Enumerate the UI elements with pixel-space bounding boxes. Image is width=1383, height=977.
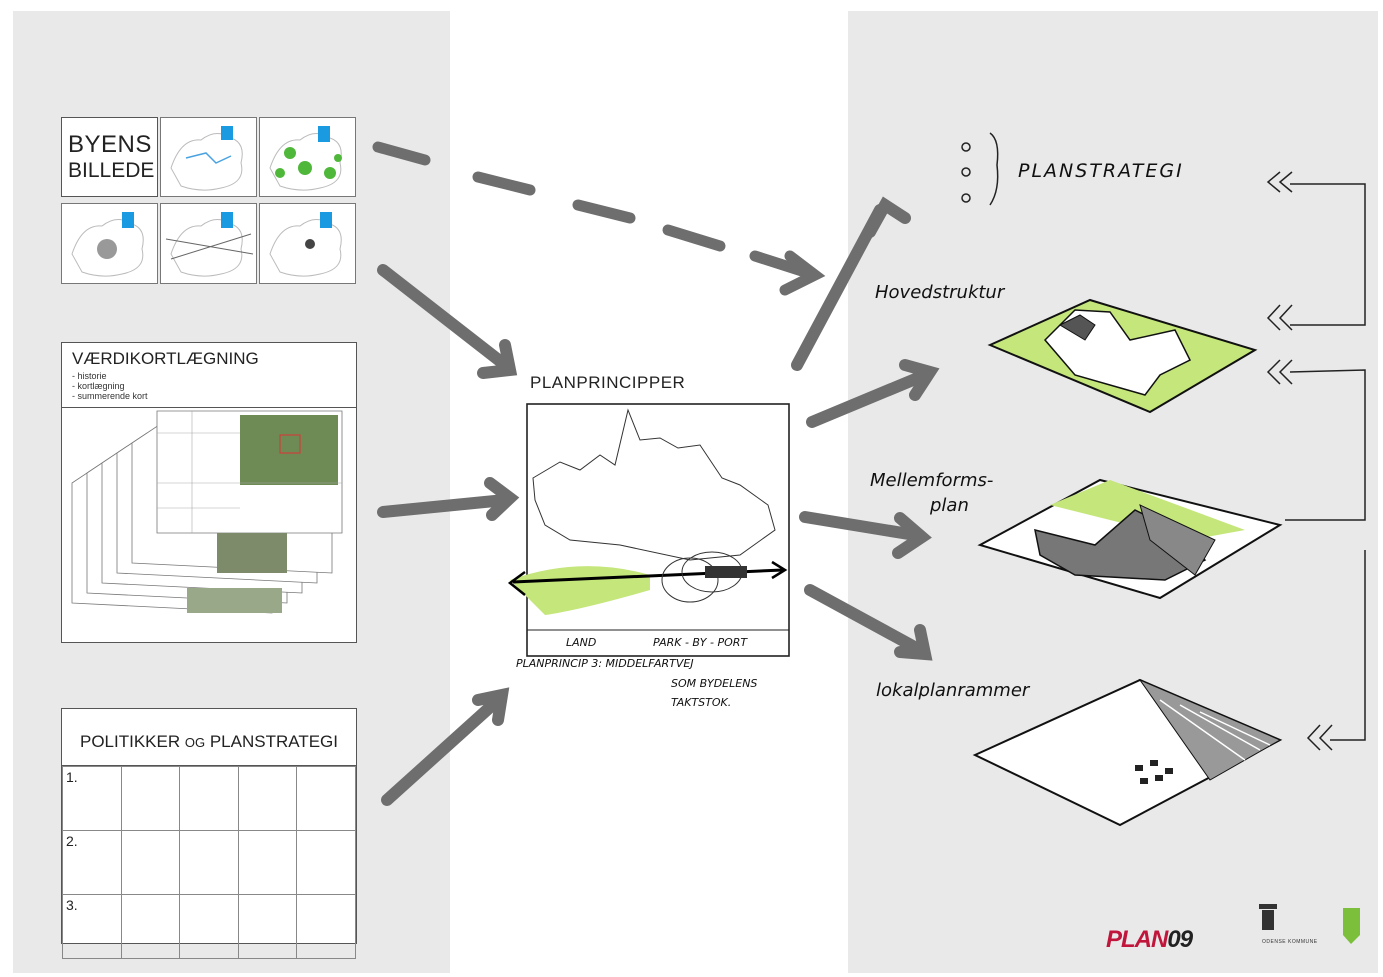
green-emblem-icon xyxy=(1343,908,1360,944)
kommune-label: ODENSE KOMMUNE xyxy=(1262,939,1318,945)
byens-label: BYENS xyxy=(68,131,152,158)
row-number: 3. xyxy=(62,894,122,959)
feedback-arrows xyxy=(1266,171,1366,751)
plan09-logo: PLAN09 xyxy=(1106,926,1193,953)
lokalplan-plane xyxy=(972,678,1283,827)
table-row: 2. xyxy=(62,830,356,895)
map-thumbnail xyxy=(160,203,257,284)
land-label: LAND xyxy=(566,636,597,649)
hovedstruktur-plane xyxy=(987,298,1258,414)
mellemforms-plane xyxy=(977,478,1283,600)
table-row: 3. xyxy=(62,894,356,959)
vaerdikortlaegning-list: - historie - kortlægning - summerende ko… xyxy=(72,371,148,401)
politikker-table: 1. 2. 3. xyxy=(62,766,356,959)
hovedstruktur-label: Hovedstruktur xyxy=(875,282,1005,303)
card-header: VÆRDIKORTLÆGNING - historie - kortlægnin… xyxy=(62,343,356,408)
row-number: 1. xyxy=(62,766,122,831)
planprincip-caption-3: TAKTSTOK. xyxy=(671,696,732,709)
stacked-pages-illustration xyxy=(71,410,343,614)
dashed-arrow xyxy=(372,141,811,278)
row-number: 2. xyxy=(62,830,122,895)
vaerdikortlaegning-card: VÆRDIKORTLÆGNING - historie - kortlægnin… xyxy=(61,342,357,643)
politikker-card: POLITIKKER OG PLANSTRATEGI 1. 2. 3. xyxy=(61,708,357,959)
planprincip-sketch xyxy=(507,403,790,657)
vaerdikortlaegning-title: VÆRDIKORTLÆGNING xyxy=(72,349,259,368)
map-thumbnail xyxy=(61,203,158,284)
card-header: POLITIKKER OG PLANSTRATEGI xyxy=(62,709,356,766)
arrow-head xyxy=(779,250,826,296)
map-thumbnail xyxy=(259,203,356,284)
planstrategi-label: PLANSTRATEGI xyxy=(1018,160,1184,182)
map-thumbnail xyxy=(259,117,356,197)
solid-arrows xyxy=(377,196,940,806)
planprincip-caption-2: SOM BYDELENS xyxy=(671,677,758,690)
planstrategi-bracket xyxy=(961,132,999,206)
mellemforms-label-2: plan xyxy=(930,495,969,516)
planprincip-caption: PLANPRINCIP 3: MIDDELFARTVEJ xyxy=(516,657,694,670)
politikker-title: POLITIKKER OG PLANSTRATEGI xyxy=(80,732,338,751)
planprincipper-title: PLANPRINCIPPER xyxy=(530,373,686,392)
lokalplan-label: lokalplanrammer xyxy=(876,680,1030,701)
map-thumbnail xyxy=(160,117,257,197)
billede-label: BILLEDE xyxy=(68,159,155,182)
mellemforms-label: Mellemforms- xyxy=(870,470,994,491)
byens-billede-card: BYENS BILLEDE xyxy=(61,117,158,197)
park-by-port-label: PARK - BY - PORT xyxy=(653,636,748,649)
coat-of-arms-icon xyxy=(1259,904,1277,930)
